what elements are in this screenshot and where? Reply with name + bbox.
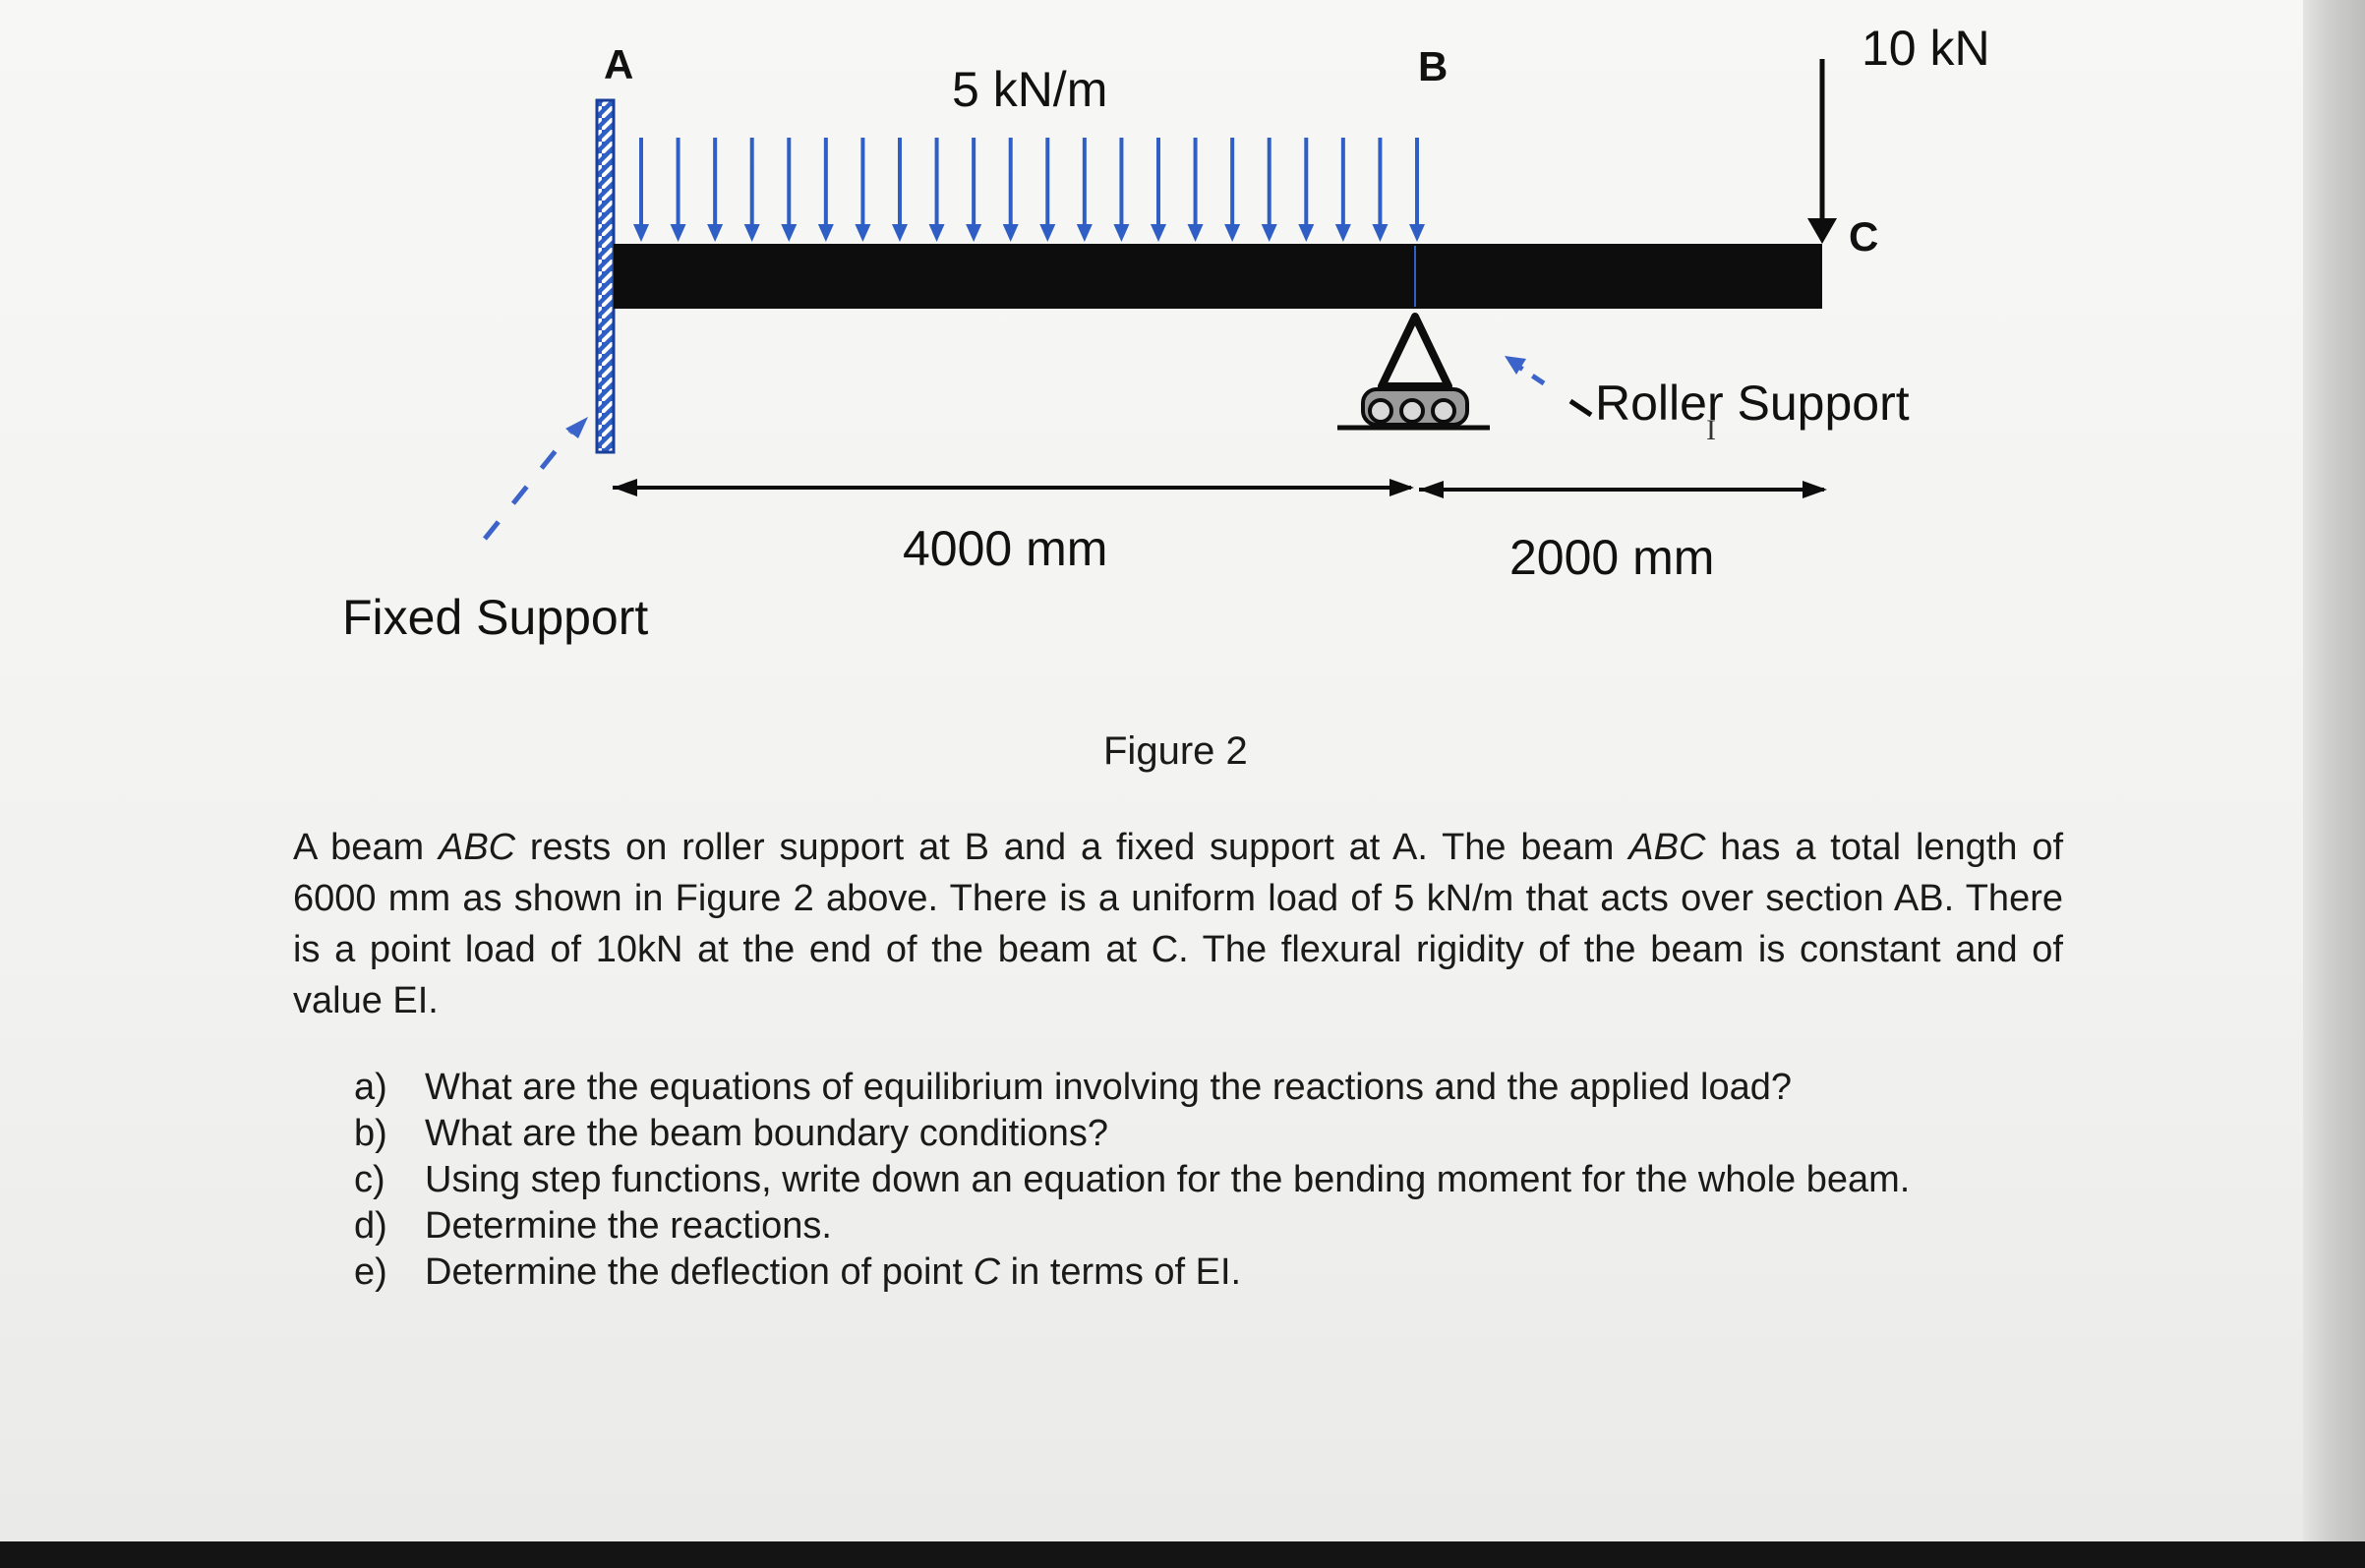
load-arrow <box>1076 138 1093 242</box>
load-arrow <box>1224 138 1241 242</box>
load-arrow <box>1334 138 1351 242</box>
question-text-tail: in terms of EI. <box>1000 1251 1242 1293</box>
question-item: c) Using step functions, write down an eq… <box>354 1159 1910 1205</box>
load-arrow <box>966 138 982 242</box>
problem-statement: A beam ABC rests on roller support at B … <box>293 822 2063 1026</box>
problem-text: rests on roller support at B and a fixed… <box>515 827 1629 868</box>
question-text: What are the beam boundary conditions? <box>425 1113 1108 1154</box>
fixed-pointer-arrow <box>483 417 588 541</box>
question-marker: e) <box>354 1251 387 1293</box>
question-marker: c) <box>354 1159 385 1200</box>
problem-text: has a total length of 6000 mm as shown i… <box>293 827 2064 1021</box>
load-arrow <box>1187 138 1204 242</box>
load-arrow <box>855 138 871 242</box>
dimension-ab <box>613 479 1414 496</box>
load-arrow <box>1002 138 1019 242</box>
udl-label: 5 kN/m <box>952 62 1107 117</box>
load-arrow <box>1113 138 1130 242</box>
dimension-bc <box>1419 481 1827 498</box>
question-item: d) Determine the reactions. <box>354 1205 1910 1251</box>
question-marker: b) <box>354 1113 387 1154</box>
dimension-ab-label: 4000 mm <box>903 521 1107 576</box>
question-item: b) What are the beam boundary conditions? <box>354 1113 1910 1159</box>
question-item: e) Determine the deflection of point C in… <box>354 1251 1910 1298</box>
load-arrow <box>817 138 834 242</box>
roller-support <box>1337 313 1490 431</box>
question-text: Using step functions, write down an equa… <box>425 1159 1911 1200</box>
load-arrow <box>892 138 908 242</box>
distributed-load-arrows <box>633 138 1425 242</box>
monitor-bottom-edge <box>0 1541 2365 1568</box>
load-arrow <box>1409 138 1425 242</box>
dimension-bc-label: 2000 mm <box>1509 530 1714 585</box>
monitor-bezel <box>2303 0 2365 1568</box>
fixed-support-label: Fixed Support <box>342 590 648 645</box>
load-arrow <box>928 138 945 242</box>
load-arrow <box>1039 138 1056 242</box>
load-arrow <box>707 138 724 242</box>
question-marker: a) <box>354 1067 387 1108</box>
text-cursor-mark: I <box>1706 414 1716 446</box>
question-item: a) What are the equations of equilibrium … <box>354 1067 1910 1113</box>
question-text: Determine the reactions. <box>425 1205 832 1247</box>
point-load-label: 10 kN <box>1862 21 1990 76</box>
question-text: What are the equations of equilibrium in… <box>425 1067 1793 1108</box>
beam-name: ABC <box>1628 827 1706 868</box>
load-arrow <box>670 138 686 242</box>
beam <box>614 244 1822 309</box>
point-c-label: C <box>1849 213 1878 260</box>
point-c-italic: C <box>973 1251 1001 1293</box>
load-arrow <box>1151 138 1166 242</box>
beam-figure: I A B C 5 kN/m 10 kN Roller Support Fixe… <box>342 21 1990 645</box>
load-arrow <box>633 138 649 242</box>
question-text: Determine the deflection of point <box>425 1251 974 1293</box>
roller-pointer-arrow <box>1505 356 1593 418</box>
figure-caption: Figure 2 <box>1103 729 1248 773</box>
load-arrow <box>743 138 760 242</box>
load-arrow <box>1372 138 1389 242</box>
load-arrow <box>1298 138 1315 242</box>
point-b-label: B <box>1418 43 1448 89</box>
question-list: a) What are the equations of equilibrium … <box>354 1067 1910 1298</box>
beam-name: ABC <box>438 827 516 868</box>
load-arrow <box>1261 138 1277 242</box>
point-load-arrowhead <box>1807 218 1837 244</box>
question-marker: d) <box>354 1205 387 1247</box>
problem-text: A beam <box>293 827 439 868</box>
point-a-label: A <box>604 41 633 87</box>
fixed-support-wall <box>595 98 616 454</box>
load-arrow <box>781 138 798 242</box>
roller-support-label: Roller Support <box>1595 376 1910 431</box>
